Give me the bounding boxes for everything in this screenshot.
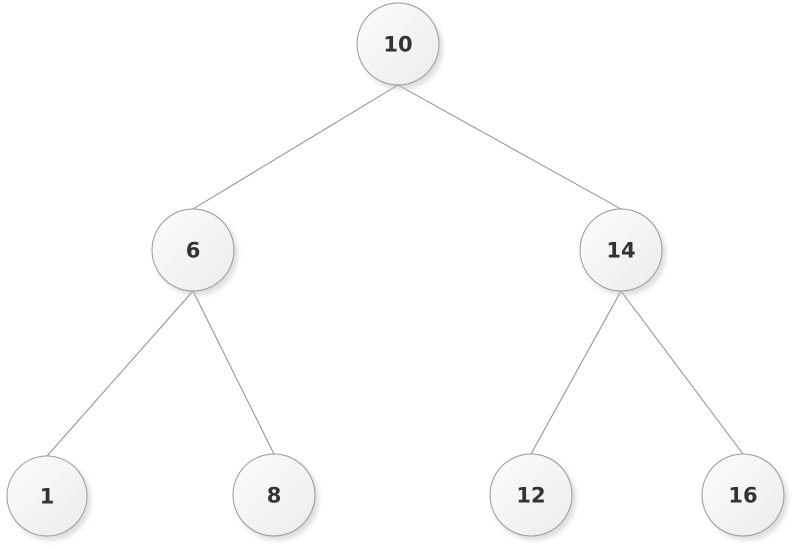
node-circle[interactable] (579, 208, 663, 292)
tree-node-8[interactable]: 8 (232, 453, 316, 537)
node-label: 6 (186, 239, 201, 263)
nodes-layer: 10 6 14 1 8 12 16 (6, 2, 785, 537)
tree-node-16[interactable]: 16 (701, 453, 785, 537)
node-label: 1 (40, 485, 55, 509)
node-label: 10 (383, 33, 412, 57)
tree-edge-14-12 (530, 290, 622, 455)
tree-edge-6-1 (46, 290, 194, 457)
node-label: 8 (267, 484, 282, 508)
node-circle[interactable] (701, 453, 785, 537)
tree-edge-10-6 (192, 84, 399, 210)
tree-node-14[interactable]: 14 (579, 208, 663, 292)
tree-edge-6-8 (192, 290, 275, 455)
node-circle[interactable] (489, 453, 573, 537)
tree-node-12[interactable]: 12 (489, 453, 573, 537)
edges-layer (46, 84, 744, 457)
tree-node-6[interactable]: 6 (151, 208, 235, 292)
node-label: 16 (728, 484, 757, 508)
node-label: 12 (516, 484, 545, 508)
tree-node-10[interactable]: 10 (356, 2, 440, 86)
tree-edge-14-16 (620, 290, 744, 455)
node-circle[interactable] (6, 455, 88, 537)
tree-edge-10-14 (397, 84, 622, 210)
node-label: 14 (606, 239, 635, 263)
node-circle[interactable] (356, 2, 440, 86)
tree-node-1[interactable]: 1 (6, 455, 88, 537)
node-circle[interactable] (232, 453, 316, 537)
node-circle[interactable] (151, 208, 235, 292)
